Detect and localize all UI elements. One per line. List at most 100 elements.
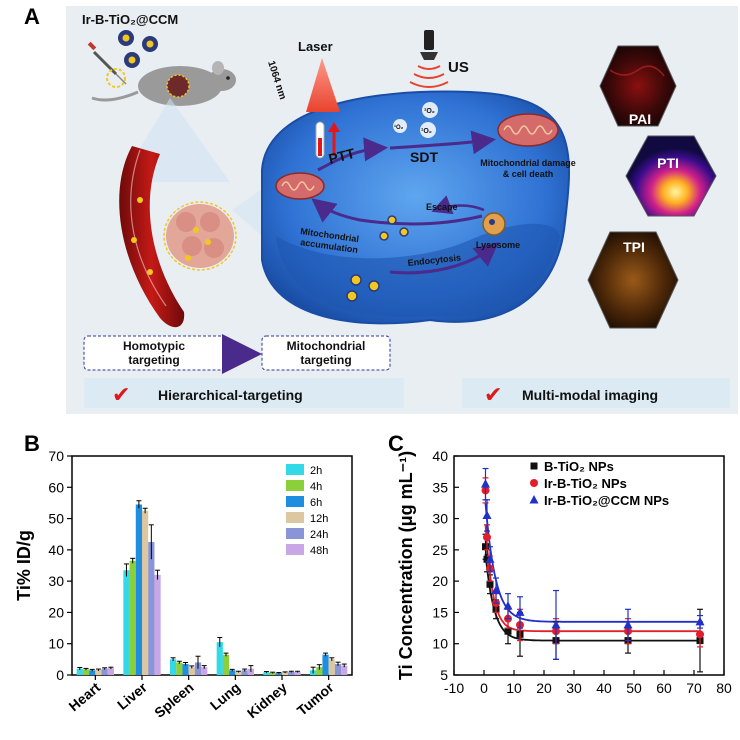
chart-b-legend-swatch (286, 496, 304, 507)
chart-b-bar-kidney-6h (275, 673, 282, 675)
escape-label: Escape (426, 202, 458, 212)
chart-c-point-ir-b-tio-ccm-nps (695, 616, 705, 626)
chart-b-bar-liver-48h (154, 574, 161, 675)
laser-label: Laser (298, 39, 333, 54)
chart-b-y-tick-label: 30 (48, 573, 64, 589)
tpi-image (587, 231, 679, 329)
chart-b-category-label: Kidney (244, 679, 290, 721)
chart-c-y-tick-label: 40 (432, 448, 448, 464)
chart-c-x-tick-label: 10 (506, 680, 522, 696)
chart-c-point-ir-b-tio-ccm-nps (623, 619, 633, 629)
chart-b-plot-frame (71, 455, 353, 676)
mitochondrial-targeting-box (261, 335, 391, 371)
pai-label: PAI (629, 111, 651, 127)
chart-b-bar-liver-2h (123, 570, 130, 675)
singlet-oxygen-label-2: ¹O₂ (394, 124, 404, 131)
chart-c-x-tick-label: 50 (626, 680, 642, 696)
chart-c-point-ir-b-tio-ccm-nps (481, 479, 490, 488)
chart-c-x-tick-label: 70 (686, 680, 702, 696)
chart-b-legend-label: 6h (310, 497, 322, 509)
chart-b-legend-label: 48h (310, 545, 328, 557)
panel-letter-b: B (24, 431, 40, 456)
homotypic-label-line1: Homotypic (123, 339, 185, 353)
chart-c-y-tick-label: 30 (432, 511, 448, 527)
chart-c-point-ir-b-tio-ccm-nps (491, 585, 501, 595)
chart-c-y-tick-label: 15 (432, 604, 448, 620)
chart-c-point-b-tio-nps (483, 555, 491, 563)
pti-image (625, 135, 717, 217)
check-icon-hierarchical: ✔ (112, 383, 130, 408)
singlet-oxygen-bubbles (393, 102, 438, 138)
accumulation-arrow (311, 198, 483, 226)
panel-letter-a: A (24, 4, 40, 29)
chart-c-y-tick-label: 20 (432, 573, 448, 589)
mitochondrion-icon (275, 172, 325, 200)
chart-c-x-tick-label: 60 (656, 680, 672, 696)
chart-c-legend-marker (530, 479, 538, 487)
nanoparticle-icons (106, 30, 158, 88)
chart-c-x-tick-label: -10 (444, 680, 464, 696)
chart-c-y-tick-label: 35 (432, 479, 448, 495)
lysosome-label: Lysosome (476, 240, 520, 250)
panel-a-schematic: A Ir-B-TiO₂@CCM (24, 4, 738, 414)
chart-b-bar-liver-4h (129, 560, 136, 675)
ptt-arrow (317, 137, 388, 172)
chart-b-category-label: Lung (207, 679, 243, 713)
pti-label: PTI (657, 155, 679, 171)
nanoparticle-label: Ir-B-TiO₂@CCM (82, 12, 178, 27)
chart-b-bar-kidney-24h (288, 671, 295, 675)
chart-c-x-tick-label: 20 (536, 680, 552, 696)
chart-b-bar-lung-24h (241, 670, 248, 675)
chart-b-bar-liver-6h (135, 504, 142, 675)
multimodal-banner (462, 378, 730, 408)
chart-b-y-tick-label: 40 (48, 542, 64, 558)
chart-b-bar-kidney-48h (294, 671, 301, 675)
chart-c-fit-line-ir-b-tio-nps (484, 524, 700, 633)
chart-b-bar-spleen-6h (182, 664, 189, 675)
endocytosis-arrow (389, 242, 499, 275)
singlet-oxygen-label-3: ¹O₂ (421, 128, 432, 135)
chart-b-bar-tumor-48h (341, 665, 348, 675)
chart-b-bar-spleen-4h (176, 662, 183, 675)
chart-b-y-tick-label: 70 (48, 448, 64, 464)
chart-b-bar-heart-6h (89, 670, 96, 675)
chart-b-bar-lung-48h (247, 668, 254, 675)
chart-c-fit-line-ir-b-tio-ccm-nps (484, 503, 700, 623)
chart-b-y-tick-label: 50 (48, 511, 64, 527)
chart-b-y-axis-title: Ti% ID/g (14, 530, 34, 601)
chart-b-bar-kidney-12h (282, 672, 289, 675)
chart-b-y-tick-label: 0 (56, 667, 64, 683)
ptt-label: PTT (327, 145, 357, 167)
damage-label-line2: & cell death (503, 169, 554, 179)
chart-c-point-ir-b-tio-nps (483, 533, 491, 542)
chart-b-bar-lung-4h (222, 654, 230, 675)
chart-c-legend-label: B-TiO₂ NPs (544, 459, 614, 474)
singlet-oxygen-label-1: ¹O₂ (424, 108, 435, 115)
chart-c-point-ir-b-tio-ccm-nps (482, 510, 492, 519)
tpi-label: TPI (623, 239, 645, 255)
chart-b-bar-tumor-6h (322, 654, 329, 675)
us-label: US (448, 59, 469, 76)
chart-b-bar-heart-12h (95, 669, 102, 675)
chart-b-bar-liver-12h (142, 510, 149, 675)
chart-b-bar-heart-24h (101, 668, 108, 675)
chart-c-y-tick-label: 10 (432, 636, 448, 652)
chart-b-bar-heart-48h (107, 668, 114, 675)
chart-c-y-tick-label: 5 (440, 667, 448, 683)
sdt-arrow (389, 130, 496, 155)
pai-image (599, 45, 677, 127)
homotypic-label-line2: targeting (128, 353, 179, 367)
intracellular-particles (346, 215, 409, 302)
chart-c-point-ir-b-tio-ccm-nps (503, 601, 513, 610)
lysosome-icon (482, 212, 506, 236)
damaged-mitochondrion-icon (497, 113, 559, 147)
mito-targeting-label-line1: Mitochondrial (287, 339, 366, 353)
chart-b-bar-kidney-2h (263, 672, 270, 675)
chart-c-x-tick-label: 0 (480, 680, 488, 696)
chart-b-bar-kidney-4h (269, 672, 276, 675)
sdt-label: SDT (410, 149, 438, 165)
chart-c-plot-frame (453, 455, 725, 676)
chart-b-bar-heart-2h (76, 668, 83, 675)
